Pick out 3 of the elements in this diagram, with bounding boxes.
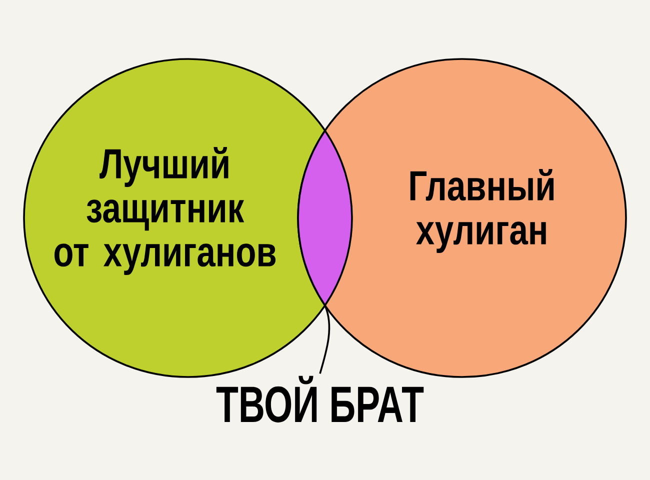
callout-text: ТВОЙ БРАТ bbox=[216, 376, 424, 422]
leader-line bbox=[319, 305, 330, 374]
overlap-region bbox=[297, 130, 353, 306]
